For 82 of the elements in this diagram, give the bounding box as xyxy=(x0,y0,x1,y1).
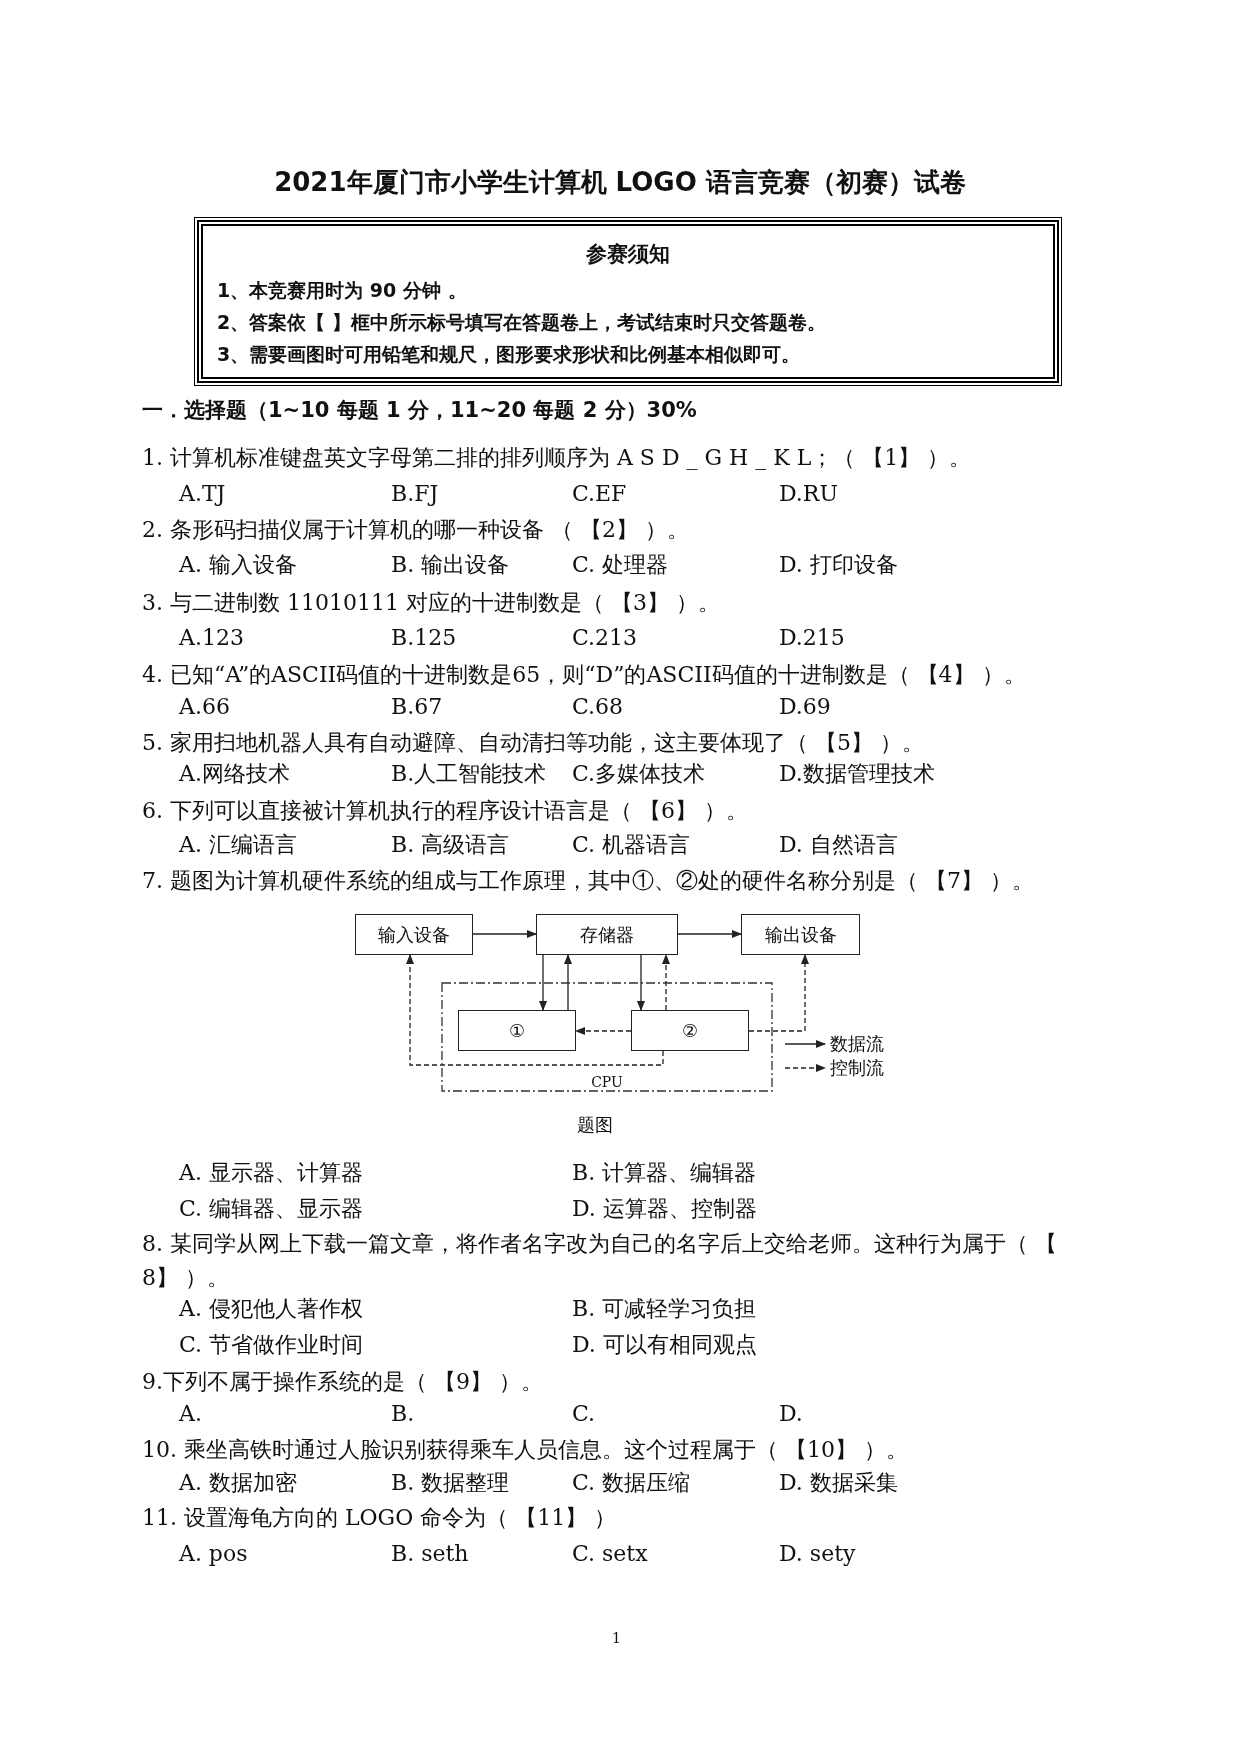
arrow xyxy=(472,930,537,938)
answer-option: C. 机器语言 xyxy=(572,830,691,860)
arrow xyxy=(677,930,742,938)
answer-option: C. setx xyxy=(572,1539,648,1569)
notice-heading: 参赛须知 xyxy=(585,241,671,268)
figure-caption: 题图 xyxy=(577,1113,613,1137)
answer-option: D.RU xyxy=(779,479,838,509)
process-box: 输入设备 xyxy=(355,914,473,955)
answer-option: B.人工智能技术 xyxy=(391,759,547,789)
answer-option: C.68 xyxy=(572,692,624,722)
section-heading: 一．选择题（1~10 每题 1 分，11~20 每题 2 分）30% xyxy=(142,397,697,424)
page-title: 2021年厦门市小学生计算机 LOGO 语言竞赛（初赛）试卷 xyxy=(273,166,967,199)
answer-option: C. 处理器 xyxy=(572,550,669,580)
notice-item: 2、答案依【 】框中所示标号填写在答题卷上，考试结束时只交答题卷。 xyxy=(217,310,826,335)
arrow xyxy=(564,954,572,1011)
answer-option: C. xyxy=(572,1399,596,1429)
answer-option: C. 数据压缩 xyxy=(572,1468,691,1498)
answer-option: B.125 xyxy=(391,623,457,653)
process-box: 存储器 xyxy=(536,914,678,955)
answer-option: A. 输入设备 xyxy=(179,550,297,580)
answer-option: A.123 xyxy=(179,623,244,653)
question-text: 10. 乘坐高铁时通过人脸识别获得乘车人员信息。这个过程属于（ 【10】 ）。 xyxy=(142,1436,908,1464)
answer-option: C. 编辑器、显示器 xyxy=(179,1194,364,1224)
answer-option: B. 输出设备 xyxy=(391,550,510,580)
answer-option: B. seth xyxy=(391,1539,469,1569)
dashed-arrow xyxy=(662,954,670,1011)
answer-option: A.66 xyxy=(179,692,230,722)
answer-option: A. 数据加密 xyxy=(179,1468,297,1498)
answer-option: D. 可以有相同观点 xyxy=(572,1330,757,1360)
answer-option: B. 数据整理 xyxy=(391,1468,510,1498)
region-label: CPU xyxy=(590,1073,624,1091)
question-text: 9.下列不属于操作系统的是（ 【9】 ）。 xyxy=(142,1368,543,1396)
answer-option: D.数据管理技术 xyxy=(779,759,935,789)
answer-option: B.FJ xyxy=(391,479,439,509)
answer-option: D. 数据采集 xyxy=(779,1468,898,1498)
dashed-arrow xyxy=(748,954,809,1032)
question-text: 2. 条形码扫描仪属于计算机的哪一种设备 （ 【2】 ）。 xyxy=(142,516,689,544)
process-box: 输出设备 xyxy=(741,914,860,955)
question-text: 11. 设置海龟方向的 LOGO 命令为（ 【11】 ） xyxy=(142,1504,617,1532)
answer-option: B. 高级语言 xyxy=(391,830,510,860)
legend-label: 控制流 xyxy=(830,1056,884,1080)
question-text: 4. 已知“A”的ASCII码值的十进制数是65，则“D”的ASCII码值的十进制数是（ 【4】 ）。 xyxy=(142,661,1026,689)
notice-item: 3、需要画图时可用铅笔和规尺，图形要求形状和比例基本相似即可。 xyxy=(217,342,801,367)
answer-option: D.69 xyxy=(779,692,831,722)
notice-item: 1、本竞赛用时为 90 分钟 。 xyxy=(217,278,467,303)
answer-option: B. 可减轻学习负担 xyxy=(572,1294,757,1324)
answer-option: D. xyxy=(779,1399,803,1429)
answer-option: D.215 xyxy=(779,623,845,653)
answer-option: B.67 xyxy=(391,692,443,722)
dashed-arrow xyxy=(575,1027,632,1035)
question-text: 3. 与二进制数 11010111 对应的十进制数是（ 【3】 ）。 xyxy=(142,589,720,617)
answer-option: C.213 xyxy=(572,623,638,653)
dashed-arrow xyxy=(406,954,664,1066)
answer-option: A.TJ xyxy=(179,479,226,509)
legend-label: 数据流 xyxy=(830,1032,884,1056)
answer-option: A. 侵犯他人著作权 xyxy=(179,1294,363,1324)
answer-option: A. xyxy=(179,1399,202,1429)
cpu-region xyxy=(441,982,773,1092)
question-text: 6. 下列可以直接被计算机执行的程序设计语言是（ 【6】 ）。 xyxy=(142,797,748,825)
answer-option: D. sety xyxy=(779,1539,856,1569)
question-text: 8. 某同学从网上下载一篇文章，将作者名字改为自己的名字后上交给老师。这种行为属于（ 【8】 ）。 xyxy=(142,1230,1057,1292)
answer-option: A. 显示器、计算器 xyxy=(179,1158,363,1188)
arrow xyxy=(637,954,645,1011)
process-box: ① xyxy=(458,1010,576,1051)
answer-option: D. 打印设备 xyxy=(779,550,898,580)
answer-option: D. 运算器、控制器 xyxy=(572,1194,757,1224)
question-text: 5. 家用扫地机器人具有自动避障、自动清扫等功能，这主要体现了（ 【5】 ）。 xyxy=(142,729,924,757)
answer-option: C.多媒体技术 xyxy=(572,759,706,789)
question-text: 7. 题图为计算机硬件系统的组成与工作原理，其中①、②处的硬件名称分别是（ 【7】 ）。 xyxy=(142,867,1034,895)
question-text: 1. 计算机标准键盘英文字母第二排的排列顺序为 A S D _ G H _ K L；（ 【1】 ）。 xyxy=(142,444,972,472)
answer-option: D. 自然语言 xyxy=(779,830,898,860)
process-box: ② xyxy=(631,1010,749,1051)
answer-option: B. xyxy=(391,1399,415,1429)
answer-option: B. 计算器、编辑器 xyxy=(572,1158,757,1188)
answer-option: A. 汇编语言 xyxy=(179,830,297,860)
answer-option: A. pos xyxy=(179,1539,248,1569)
notice-box xyxy=(197,220,1059,383)
page-number: 1 xyxy=(612,1629,621,1648)
answer-option: C.EF xyxy=(572,479,627,509)
answer-option: A.网络技术 xyxy=(179,759,290,789)
answer-option: C. 节省做作业时间 xyxy=(179,1330,364,1360)
arrow xyxy=(539,954,547,1011)
